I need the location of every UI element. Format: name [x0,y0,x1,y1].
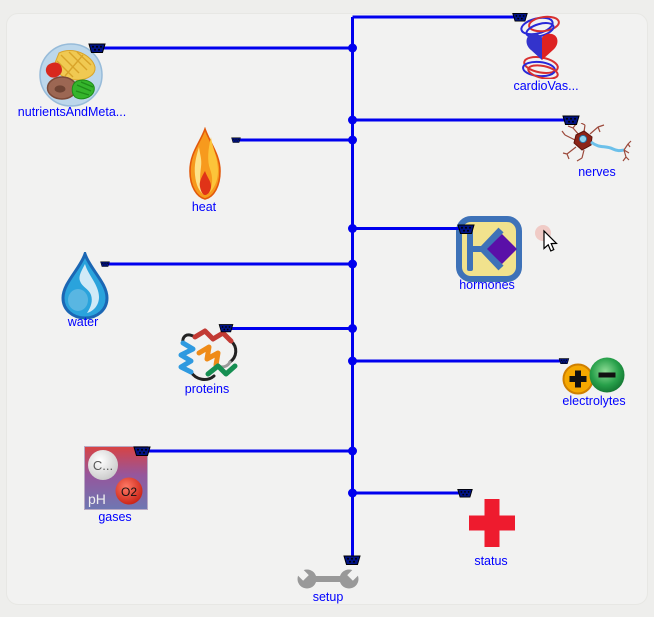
component-label-gases: gases [98,510,132,524]
red-cross-icon[interactable] [469,499,515,547]
component-label-proteins: proteins [184,382,230,396]
receptor-diamond-icon[interactable] [456,216,522,282]
component-label-hormones: hormones [459,278,515,292]
gases-o2-label: O2 [121,485,137,499]
food-plate-icon[interactable] [39,43,103,107]
protein-ribbon-icon[interactable] [173,321,239,387]
plus-minus-ions-icon[interactable] [561,356,629,398]
component-status[interactable] [469,499,515,552]
component-label-water: water [67,315,99,329]
component-nutrients[interactable] [39,43,103,112]
component-gases[interactable]: C... O2 pH [84,446,148,515]
heart-vessels-icon[interactable] [513,13,571,80]
component-label-cardio: cardioVas... [513,79,579,93]
component-setup[interactable] [293,565,363,597]
pointer-arrow-icon [543,229,558,252]
component-hormones[interactable] [456,216,522,287]
flame-icon[interactable] [186,126,224,203]
component-water[interactable] [61,249,109,325]
component-heat[interactable] [186,126,224,208]
component-cardio[interactable] [513,13,571,84]
component-proteins[interactable] [173,321,239,392]
gas-spheres-icon[interactable]: C... O2 pH [84,446,148,510]
water-drop-icon[interactable] [61,249,109,320]
gases-ph-label: pH [88,491,106,507]
mouse-cursor [535,225,558,252]
gases-co2-label: C... [93,458,113,473]
component-label-setup: setup [312,590,344,604]
wrench-icon[interactable] [293,565,363,592]
neuron-icon[interactable] [560,122,632,167]
component-label-nutrients: nutrientsAndMeta... [17,105,127,119]
component-electrolytes[interactable] [561,356,629,403]
component-label-electrolytes: electrolytes [562,394,626,408]
component-nerves[interactable] [560,122,632,172]
component-label-status: status [474,554,508,568]
component-label-nerves: nerves [578,165,616,179]
component-label-heat: heat [191,200,217,214]
